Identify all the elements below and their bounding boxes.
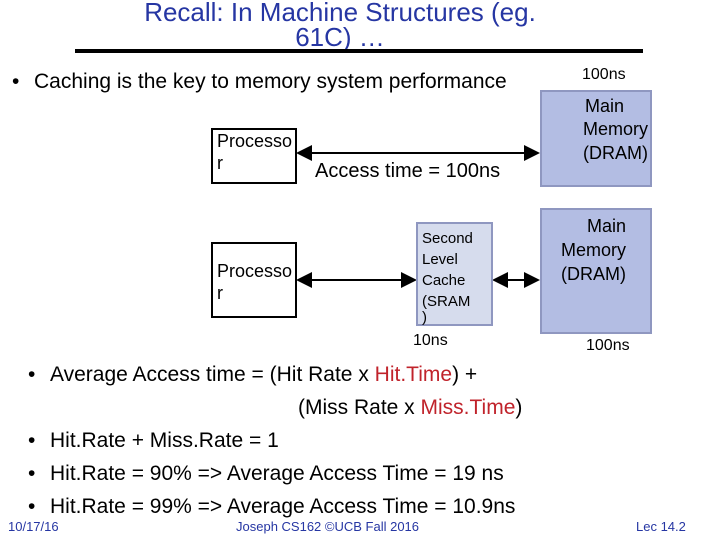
bullet-text: Hit.Rate + Miss.Rate = 1 — [50, 429, 279, 452]
bullet-text: Hit.Rate = 90% => Average Access Time = … — [50, 462, 504, 485]
processor-label-line-2: r — [217, 153, 223, 173]
cache-line-5: ) — [422, 309, 427, 326]
bullet-dot-icon: • — [28, 429, 36, 452]
bullet-dot-icon: • — [28, 363, 36, 386]
memory-line-3: (DRAM) — [561, 264, 626, 284]
memory-latency: 100ns — [586, 337, 630, 354]
cache-line-1: Second — [422, 230, 473, 247]
cache-line-3: Cache — [422, 272, 466, 289]
bullet-text: Average Access time = (Hit Rate x — [50, 363, 375, 386]
bullet-text: Hit.Rate = 99% => Average Access Time = … — [50, 495, 516, 518]
slide-title-line-1: Recall: In Machine Structures (eg. — [144, 0, 536, 27]
bullet-dot-icon: • — [28, 495, 36, 518]
top-memory-latency: 100ns — [582, 66, 626, 83]
bullet-dot-icon: • — [12, 70, 20, 93]
access-time-label: Access time = 100ns — [315, 160, 501, 182]
memory-line-2-spacer — [540, 93, 624, 117]
main-memory-box-2: Main Memory (DRAM) — [540, 208, 652, 334]
processor-label-line-1: Processo — [217, 261, 293, 281]
bullet-average-access-cont: (Miss Rate x Miss.Time) — [28, 391, 522, 424]
processor-label-line-1: Processo — [217, 131, 293, 151]
bullet-text: (Miss Rate x — [298, 396, 421, 419]
bullet-list: • Average Access time = (Hit Rate x Hit.T… — [28, 358, 522, 523]
memory-line-1: Main — [586, 216, 626, 236]
footer-course: Joseph CS162 ©UCB Fall 2016 — [236, 519, 420, 534]
bullet-average-access: • Average Access time = (Hit Rate x Hit.T… — [28, 358, 522, 391]
l2-cache-box: Second Level Cache (SRAM ) — [416, 222, 493, 326]
bullet-text: ) + — [452, 363, 478, 386]
top-bullet: • Caching is the key to memory system per… — [12, 70, 507, 94]
memory-line-2: Memory — [582, 119, 648, 139]
bullet-rate-sum: • Hit.Rate + Miss.Rate = 1 — [28, 424, 522, 457]
top-bullet-text: Caching is the key to memory system perf… — [34, 70, 507, 93]
processor-label-line-2: r — [217, 283, 223, 303]
memory-line-3: (DRAM) — [583, 143, 648, 163]
miss-time-term: Miss.Time — [420, 396, 516, 419]
cache-line-2: Level — [422, 251, 458, 268]
cache-latency: 10ns — [413, 332, 448, 349]
slide-title: Recall: In Machine Structures (eg. 61C) … — [70, 0, 610, 50]
bullet-hit-rate-99: • Hit.Rate = 99% => Average Access Time =… — [28, 490, 522, 523]
bullet-text: ) — [515, 396, 523, 419]
slide-title-line-2: 61C) … — [295, 22, 385, 52]
memory-line-1: Main — [584, 96, 624, 116]
bullet-dot-icon: • — [28, 462, 36, 485]
main-memory-label-1: Memory (DRAM) — [540, 93, 648, 165]
title-divider — [75, 49, 643, 53]
hit-time-term: Hit.Time — [374, 363, 453, 386]
cache-line-4: (SRAM — [422, 293, 471, 310]
footer-date: 10/17/16 — [8, 519, 59, 534]
footer-lecture: Lec 14.2 — [636, 519, 686, 534]
memory-line-2: Memory — [560, 240, 626, 260]
bullet-hit-rate-90: • Hit.Rate = 90% => Average Access Time =… — [28, 457, 522, 490]
processor-box-2: Processo r — [211, 242, 297, 318]
main-memory-box-1: Main — [540, 90, 652, 187]
processor-box-1: Processo r — [211, 128, 297, 184]
